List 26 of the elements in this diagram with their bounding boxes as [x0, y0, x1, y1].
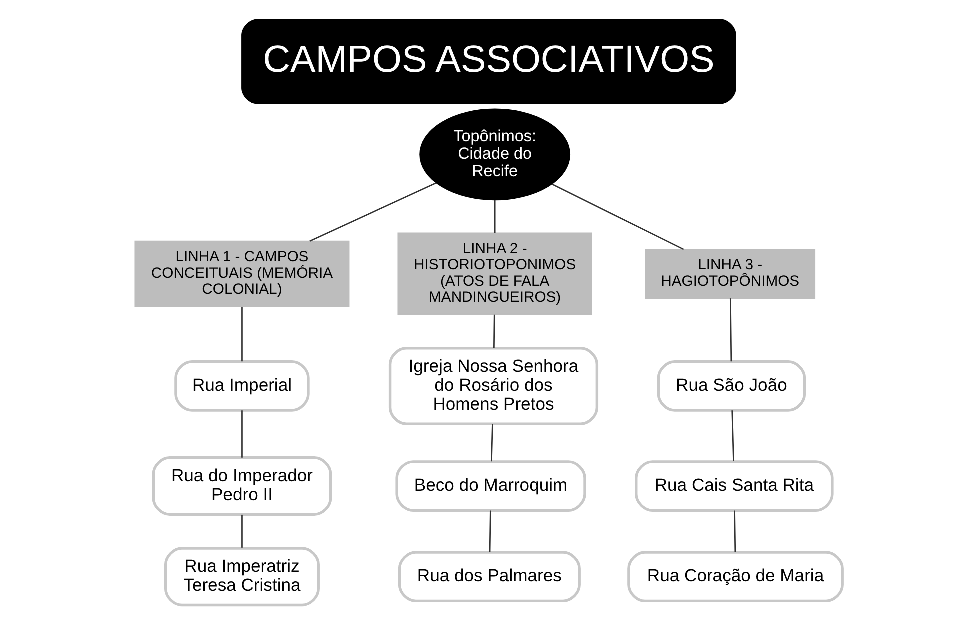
node-box: Rua do Imperador Pedro II — [152, 456, 332, 516]
connector — [494, 314, 496, 348]
node-box: Rua Cais Santa Rita — [635, 460, 834, 512]
node-box: LINHA 3 - HAGIOTOPÔNIMOS — [645, 248, 816, 299]
node-box: Rua Imperatriz Teresa Cristina — [164, 547, 320, 607]
connector — [242, 514, 243, 548]
node-box: LINHA 1 - CAMPOS CONCEITUAIS (MEMÓRIA COLONIAL) — [134, 240, 350, 308]
node-box: Beco do Marroquim — [396, 460, 586, 512]
connector — [730, 298, 732, 362]
node-ellipse: Topônimos: Cidade do Recife — [420, 108, 571, 201]
connector — [552, 184, 684, 250]
node-box: Rua Imperial — [174, 360, 310, 412]
connector — [242, 410, 243, 458]
node-box: LINHA 2 - HISTORIOTOPONIMOS (ATOS DE FALA MANDINGUEIROS) — [398, 232, 592, 316]
connector — [310, 182, 437, 242]
connector — [494, 200, 496, 234]
node-box: Rua São João — [657, 360, 806, 412]
connector — [489, 510, 492, 552]
connector — [734, 510, 736, 552]
diagram-title: CAMPOS ASSOCIATIVOS — [263, 38, 715, 81]
node-box: Rua dos Palmares — [398, 551, 581, 603]
node-box: Rua Coração de Maria — [628, 551, 844, 603]
node-box: Igreja Nossa Senhora do Rosário dos Homens Pretos — [388, 347, 599, 426]
connector — [732, 410, 734, 462]
connector — [242, 307, 243, 362]
connector — [491, 424, 494, 462]
